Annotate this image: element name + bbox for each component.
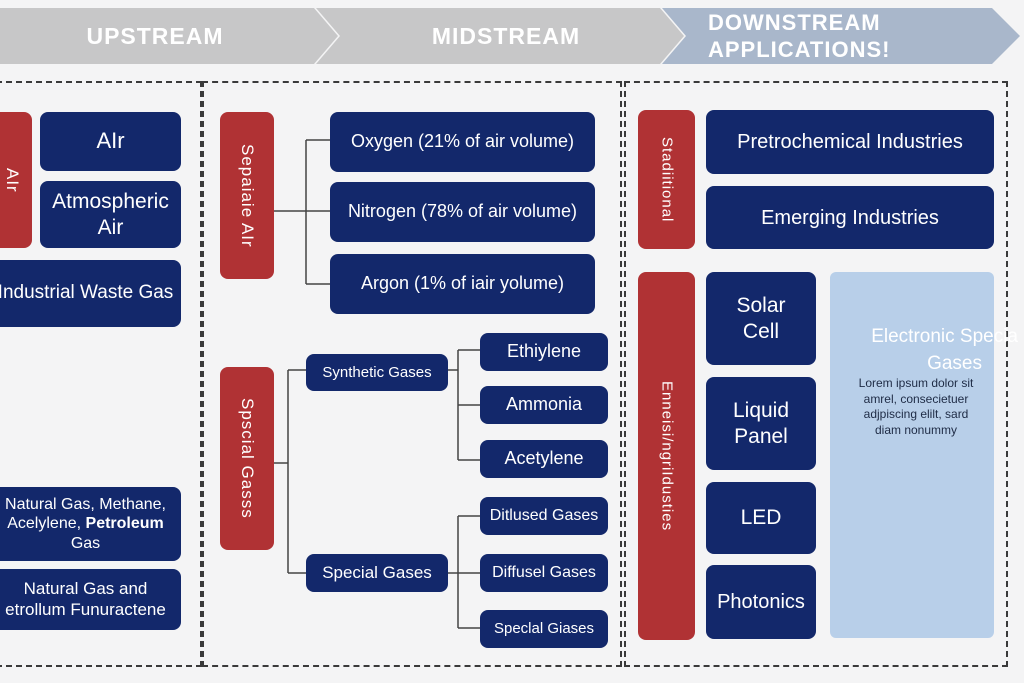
petrochemical-industries-box: Pretrochemical Industries: [706, 110, 994, 174]
traditional-label: Stadiitional: [638, 110, 695, 249]
stage-upstream-label: UPSTREAM: [86, 22, 224, 49]
downstream-frame: [624, 81, 1008, 667]
speclal-gases-box: Speclal Giases: [480, 610, 608, 648]
stage-downstream-label-wrap: DOWNSTREAM APPLICATIONS!: [662, 8, 1022, 64]
emerging-vertical-label: Enneisi/ngriIdusties: [638, 272, 695, 640]
air-box: AIr: [40, 112, 181, 171]
separate-air-label: Sepaiaie AIr: [220, 112, 274, 279]
oxygen-box: Oxygen (21% of air volume): [330, 112, 595, 172]
synthetic-gases-box: Synthetic Gases: [306, 354, 448, 391]
industrial-waste-gas-box: Industrial Waste Gas: [0, 260, 181, 327]
photonics-box: Photonics: [706, 565, 816, 639]
natural-gas-methane-box: Natural Gas, Methane, Acelylene, Petrole…: [0, 487, 181, 561]
stage-upstream: UPSTREAM: [0, 8, 340, 64]
upstream-frame: [0, 81, 202, 667]
natural-gas-methane-line2a: Acelylene,: [7, 515, 82, 533]
electronic-special-gases-title: Electronic Specia Gases: [830, 324, 1018, 377]
diffusel-gases-box: Diffusel Gases: [480, 554, 608, 592]
solar-cell-box: Solar Cell: [706, 272, 816, 365]
natural-gas-methane-line1: Natural Gas, Methane,: [5, 496, 166, 514]
stage-midstream: MIDSTREAM: [316, 8, 686, 64]
electronic-title-line2: Gases: [927, 352, 982, 374]
stage-downstream: DOWNSTREAM APPLICATIONS!: [662, 8, 1022, 64]
led-box: LED: [706, 482, 816, 554]
electronic-special-gases-panel: Electronic Specia Gases Lorem ipsum dolo…: [830, 272, 1018, 638]
emerging-industries-box: Emerging Industries: [706, 186, 994, 249]
natural-gas-furnace-box: Natural Gas and etrollum Funuractene: [0, 569, 181, 630]
natural-gas-furnace-line1: Natural Gas and: [23, 579, 148, 599]
stage-downstream-line2: APPLICATIONS!: [708, 37, 891, 62]
chevron-downstream-shape: [662, 8, 1020, 64]
special-gases-vertical-label: Spscial Gasss: [220, 367, 274, 550]
argon-box: Argon (1% of iair yolume): [330, 254, 595, 314]
electronic-title-line1: Electronic Specia: [871, 326, 1018, 347]
atmospheric-air-box: Atmospheric Air: [40, 181, 181, 248]
nitrogen-box: Nitrogen (78% of air volume): [330, 182, 595, 242]
natural-gas-methane-line2: Acelylene, Petroleum: [7, 514, 164, 533]
acetylene-box: Acetylene: [480, 440, 608, 478]
chevron-midstream-shape: [316, 8, 684, 64]
electronic-lorem-text: Lorem ipsum dolor sit amrel, consecietue…: [858, 376, 974, 437]
ditlused-gases-box: Ditlused Gases: [480, 497, 608, 535]
natural-gas-methane-line3: Gas: [70, 534, 101, 552]
liquid-panel-box: Liquid Panel: [706, 377, 816, 470]
ethylene-box: Ethiylene: [480, 333, 608, 371]
ammonia-box: Ammonia: [480, 386, 608, 424]
stage-downstream-line1: DOWNSTREAM: [708, 9, 881, 35]
chevron-upstream-shape: [0, 8, 338, 64]
air-source-red-label: AIr: [0, 112, 32, 248]
special-gases-box: Special Gases: [306, 554, 448, 592]
midstream-frame: [202, 81, 622, 667]
stage-midstream-label: MIDSTREAM: [431, 22, 581, 49]
natural-gas-methane-line2b: Petroleum: [85, 515, 164, 533]
natural-gas-furnace-line2: etrollum Funuractene: [5, 599, 166, 619]
